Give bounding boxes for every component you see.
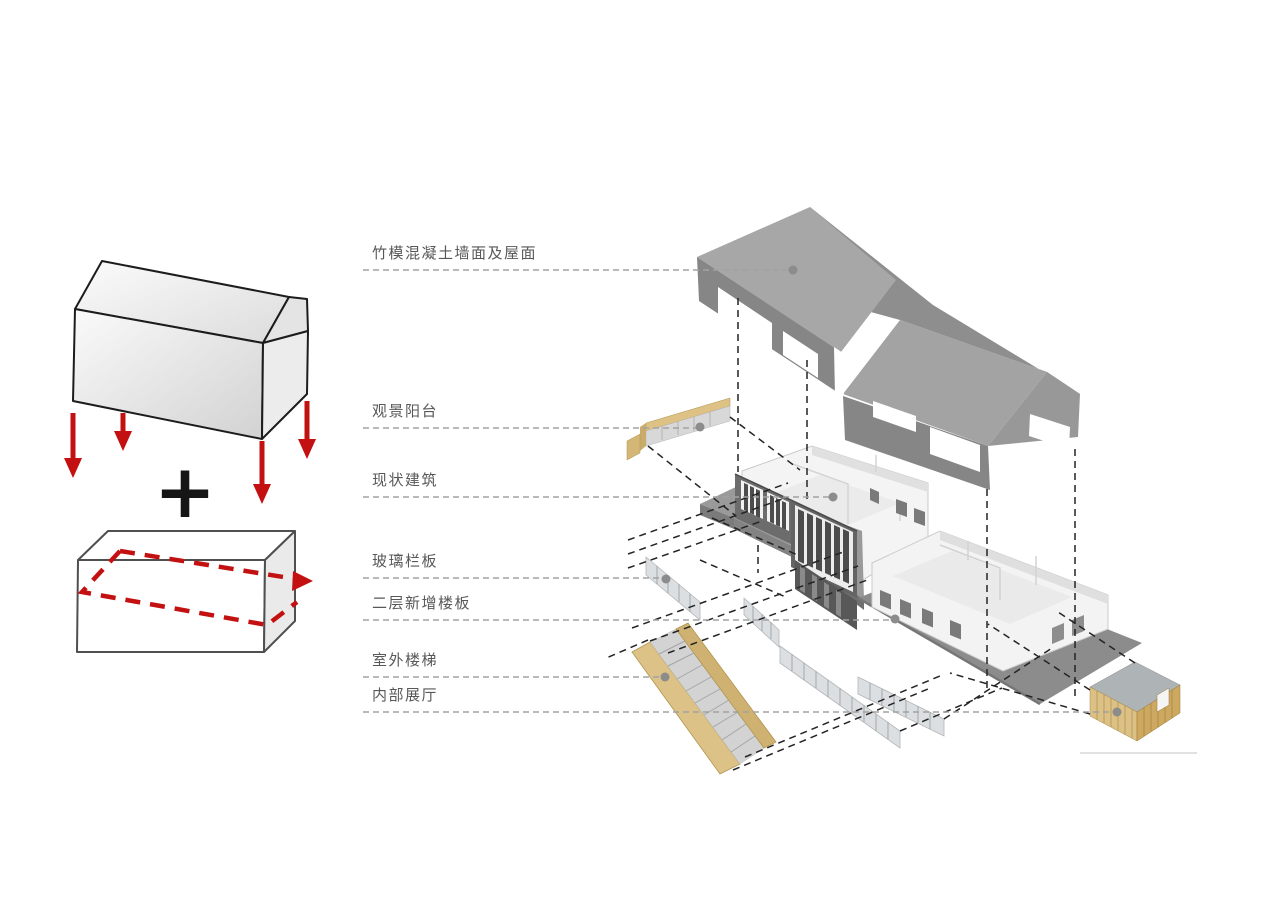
outdoor-stair bbox=[631, 622, 777, 775]
label-exhibition-hall: 内部展厅 bbox=[372, 687, 439, 704]
leader-dots bbox=[660, 265, 1122, 717]
concept-box-mass bbox=[76, 530, 296, 653]
circulation-loop-icon bbox=[77, 548, 313, 628]
label-existing-building: 现状建筑 bbox=[372, 472, 439, 489]
label-glass-railing: 玻璃栏板 bbox=[372, 553, 439, 570]
exhibition-box bbox=[1080, 661, 1197, 754]
projection-dash-lines bbox=[603, 298, 1136, 771]
existing-building-right bbox=[857, 530, 1142, 706]
viewing-balcony bbox=[626, 397, 731, 461]
label-outdoor-stair: 室外楼梯 bbox=[372, 652, 439, 669]
label-bamboo-concrete-roof: 竹模混凝土墙面及屋面 bbox=[372, 245, 538, 262]
roof-shell bbox=[697, 207, 1080, 490]
storefront-facade bbox=[734, 473, 858, 630]
label-second-floor-slab: 二层新增楼板 bbox=[372, 595, 472, 612]
concept-house-mass bbox=[72, 260, 309, 440]
label-leader-lines bbox=[363, 269, 1117, 713]
plus-symbol: + bbox=[154, 449, 216, 535]
gravity-arrows-icon bbox=[64, 401, 316, 504]
label-viewing-balcony: 观景阳台 bbox=[372, 403, 439, 420]
